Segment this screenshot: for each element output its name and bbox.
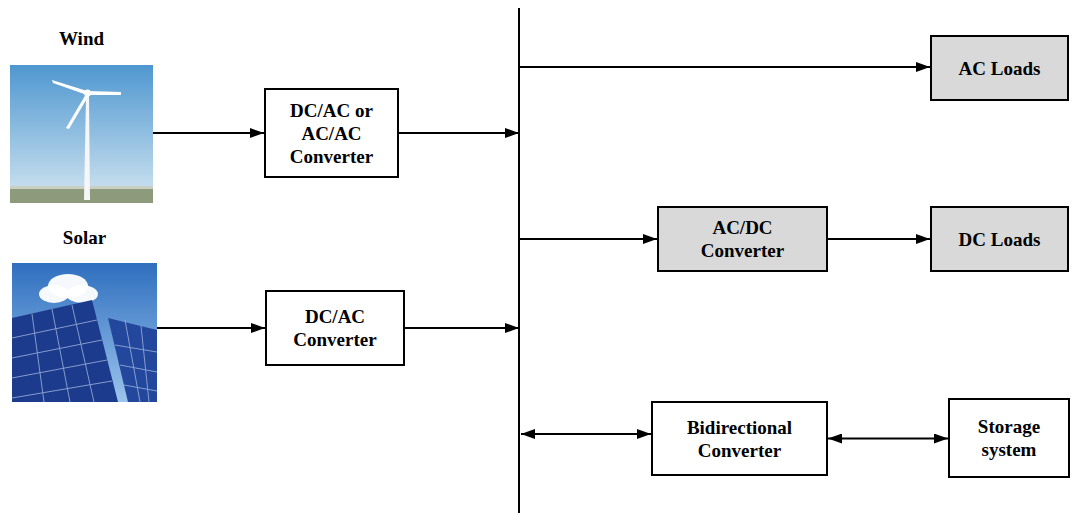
load-box: AC Loads [930,35,1069,101]
picture-node: Wind [10,65,153,203]
bus-arrow [521,433,651,435]
connector-arrow [157,327,265,329]
converter-box: Bidirectional Converter [651,401,828,476]
bus-arrow [405,327,519,329]
box-label: AC Loads [959,57,1041,80]
connector-arrow [828,438,948,440]
box-label: Storage system [964,415,1054,461]
bus-arrow [519,238,657,240]
box-label: DC Loads [959,228,1041,251]
box-label: DC/AC or AC/AC Converter [280,99,383,168]
bus-arrow [399,132,519,134]
solar-panel-picture [12,263,157,402]
converter-box: DC/AC or AC/AC Converter [264,88,399,178]
box-label: AC/DC Converter [673,216,812,262]
bus-line [518,8,520,513]
picture-heading: Solar [0,226,177,249]
picture-node: Solar [12,263,157,402]
picture-heading: Wind [0,27,173,50]
connector-arrow [153,132,264,134]
wind-turbine-picture [10,65,153,203]
bus-arrow [519,66,930,68]
box-label: Bidirectional Converter [667,416,812,462]
storage-box: Storage system [948,398,1070,478]
connector-arrow [828,238,930,240]
converter-box: AC/DC Converter [657,206,828,272]
box-label: DC/AC Converter [281,305,389,351]
load-box: DC Loads [930,206,1069,272]
converter-box: DC/AC Converter [265,290,405,366]
